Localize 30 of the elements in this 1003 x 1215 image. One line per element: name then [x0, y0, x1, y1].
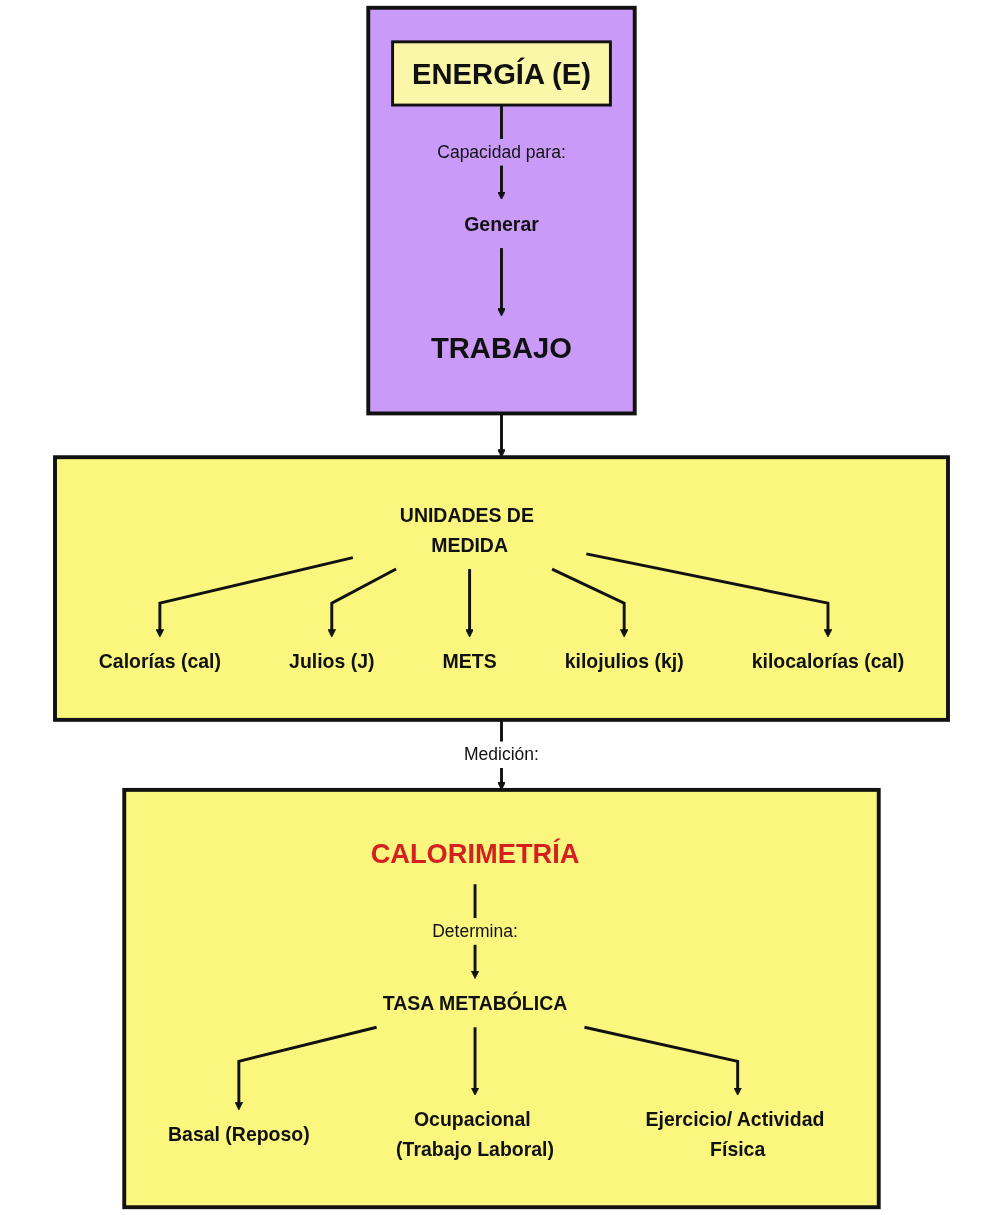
cluster [53, 455, 950, 722]
node-text: TASA METABÓLICA [382, 992, 568, 1014]
edge-label: Determina: [432, 921, 518, 941]
node-text: Julios (J) [289, 650, 375, 673]
node-text: Ejercicio/ Actividad Física [645, 1108, 825, 1160]
node-text: CALORIMETRÍA [370, 838, 580, 869]
node-box: ENERGÍA (E) [391, 40, 612, 107]
arrow [470, 1027, 480, 1096]
node-text: Generar [464, 213, 539, 235]
arrow [584, 1025, 742, 1096]
arrow [465, 569, 474, 638]
arrow [155, 556, 354, 638]
cluster [122, 787, 881, 1210]
edge-label: Medición: [464, 744, 539, 765]
arrow [234, 1025, 377, 1111]
node-text: kilocalorías (cal) [751, 650, 905, 673]
arrow [327, 567, 397, 638]
node-text: TRABAJO [430, 331, 573, 364]
edge-label: Capacidad para: [437, 142, 566, 162]
node-text: kilojulios (kj) [564, 650, 684, 673]
node-text: METS [442, 650, 497, 673]
node-text: UNIDADES DE MEDIDA [399, 504, 534, 556]
node-text: Ocupacional (Trabajo Laboral) [396, 1108, 554, 1160]
cluster [366, 5, 637, 416]
arrow [497, 248, 506, 317]
node-text: Basal (Reposo) [168, 1123, 310, 1145]
arrow [586, 552, 833, 638]
node-text: Calorías (cal) [98, 650, 221, 673]
arrow [551, 567, 629, 638]
arrow [497, 413, 506, 458]
